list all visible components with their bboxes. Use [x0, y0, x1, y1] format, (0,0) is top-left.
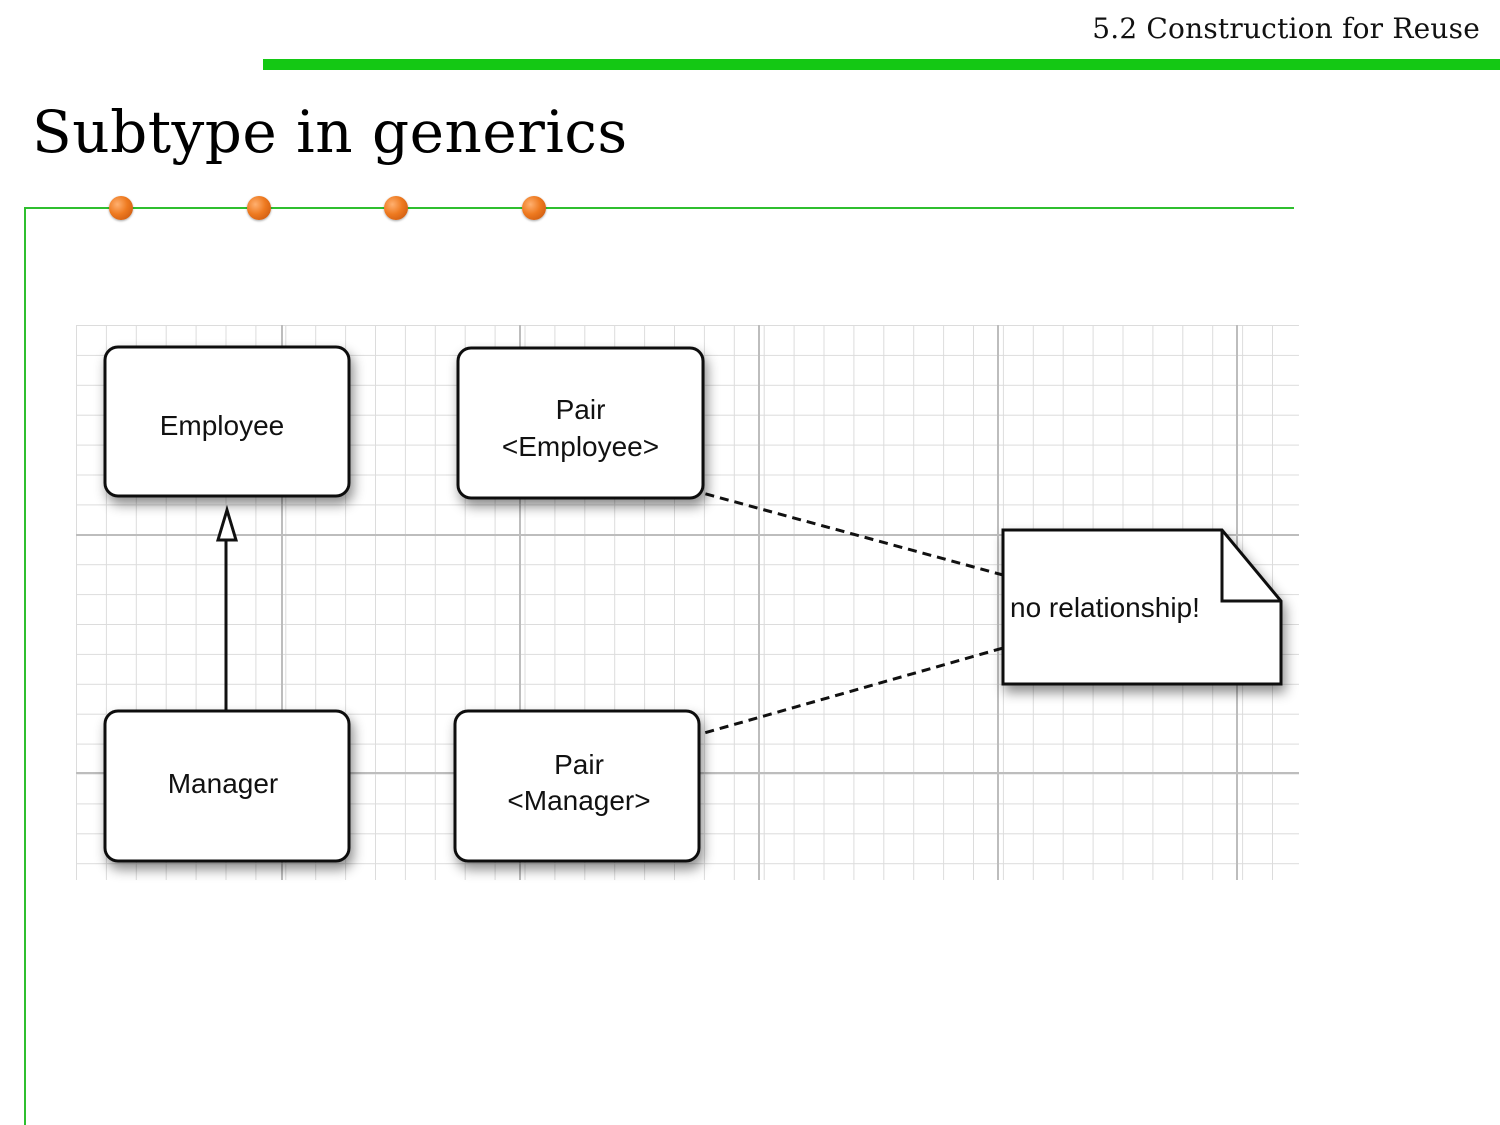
note-label: no relationship!	[1010, 592, 1200, 623]
manager-label: Manager	[167, 768, 279, 799]
pair-manager-box	[453, 709, 701, 863]
frame-top-line	[24, 207, 1294, 209]
pair-employee-label-line1: Pair	[555, 394, 606, 425]
header-bar	[263, 59, 1500, 70]
pair-employee-label-line2: <Employee>	[501, 431, 660, 462]
inheritance-arrowhead	[215, 504, 239, 542]
header-section-title: 5.2 Construction for Reuse	[1092, 12, 1480, 45]
dashed-connector-bottom	[661, 646, 1004, 747]
orange-dot-1	[109, 196, 133, 220]
note-fold	[1220, 530, 1281, 603]
orange-dot-3	[384, 196, 408, 220]
dashed-connector-top	[661, 480, 1004, 577]
note-shape	[1001, 528, 1283, 686]
employee-box	[103, 345, 351, 498]
orange-dot-4	[522, 196, 546, 220]
manager-box	[103, 709, 351, 863]
employee-label: Employee	[159, 410, 285, 441]
grid-paper	[76, 325, 1299, 880]
pair-manager-label-line1: Pair	[554, 749, 604, 780]
pair-employee-box	[456, 346, 705, 500]
frame-left-line	[24, 207, 26, 1125]
pair-manager-label-line2: <Manager>	[507, 785, 651, 816]
orange-dot-2	[247, 196, 271, 220]
slide-title: Subtype in generics	[32, 98, 628, 166]
